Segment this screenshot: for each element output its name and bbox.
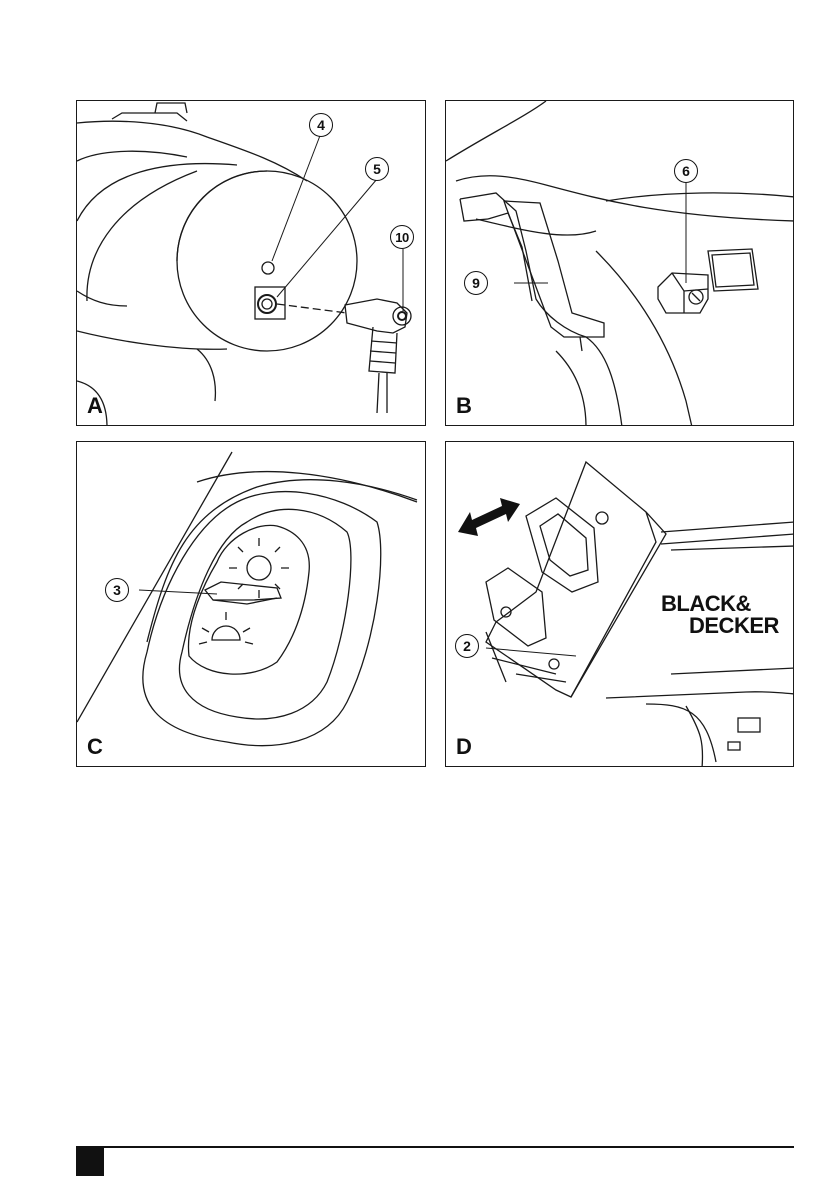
brand-logo-line-1: BLACK& — [661, 593, 751, 615]
figure-panel-a: 4 5 10 A — [76, 100, 426, 426]
footer-rule — [76, 1146, 794, 1148]
figure-panel-b: 6 9 B — [445, 100, 794, 426]
callout-4: 4 — [309, 113, 333, 137]
figure-panel-d: BLACK& DECKER 2 D — [445, 441, 794, 767]
page-tab-marker — [76, 1148, 104, 1176]
panel-letter-a: A — [87, 395, 103, 417]
callout-5: 5 — [365, 157, 389, 181]
charger-connection-illustration — [77, 101, 426, 426]
panel-letter-c: C — [87, 736, 103, 758]
callout-10: 10 — [390, 225, 414, 249]
callout-9: 9 — [464, 271, 488, 295]
light-switch-illustration — [77, 442, 426, 767]
callout-3: 3 — [105, 578, 129, 602]
hook-illustration — [446, 101, 794, 426]
panel-letter-b: B — [456, 395, 472, 417]
callout-6: 6 — [674, 159, 698, 183]
callout-2: 2 — [455, 634, 479, 658]
movement-arrow-icon — [458, 498, 520, 536]
panel-letter-d: D — [456, 736, 472, 758]
brand-logo-line-2: DECKER — [689, 615, 779, 637]
figure-panel-c: 3 C — [76, 441, 426, 767]
